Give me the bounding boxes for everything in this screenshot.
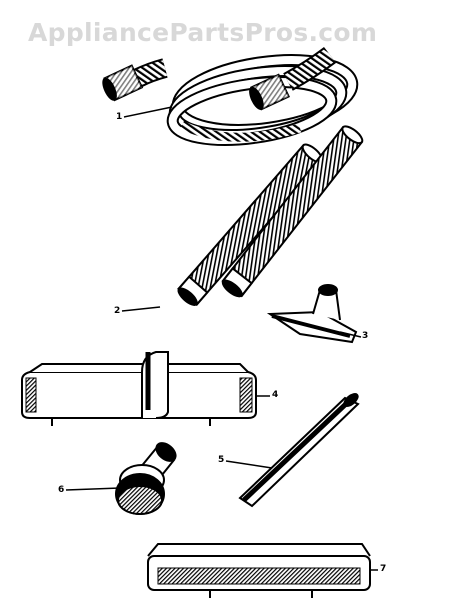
callout-5: 5: [218, 455, 225, 465]
part-3-upholstery-tool: [266, 284, 358, 344]
callout-6: 6: [58, 485, 65, 495]
part-2-wands: [177, 125, 364, 306]
callout-4: 4: [272, 390, 279, 400]
callout-2: 2: [114, 306, 121, 316]
callout-1: 1: [116, 112, 123, 122]
callout-3: 3: [362, 331, 369, 341]
part-5-crevice-tool: [238, 393, 360, 508]
watermark: AppliancePartsPros.com: [28, 18, 378, 47]
part-4-floor-nozzle: [21, 351, 257, 426]
leader-lines: [65, 106, 378, 571]
part-1-hose: [102, 46, 359, 146]
callout-7: 7: [380, 564, 387, 574]
part-6-dusting-brush: [115, 442, 177, 515]
part-7-rug-nozzle: [147, 543, 371, 598]
